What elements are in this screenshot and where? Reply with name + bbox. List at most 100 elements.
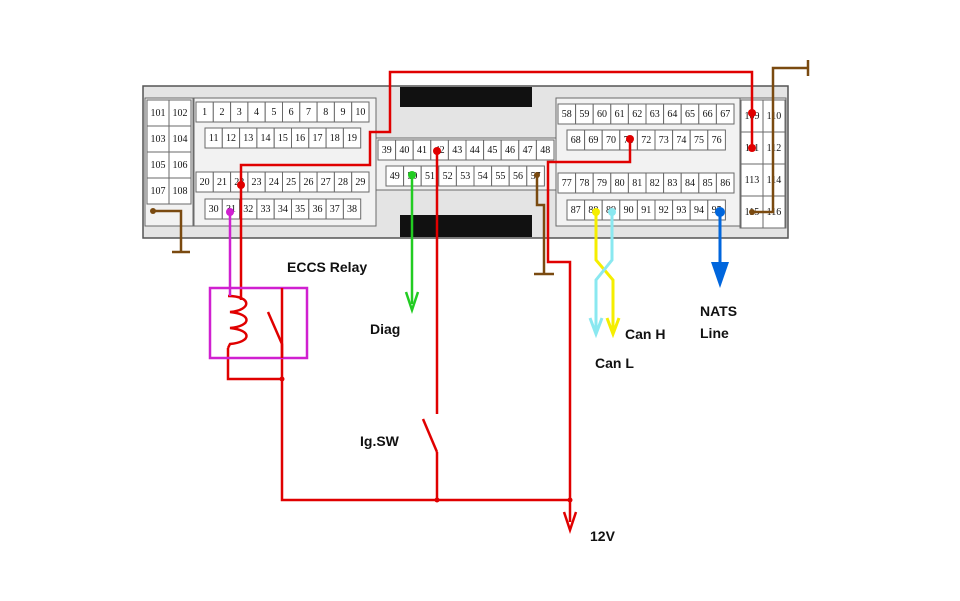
pin-62: 62 [627,103,647,125]
svg-text:44: 44 [470,145,480,156]
pin-94: 94 [689,199,709,221]
svg-text:9: 9 [341,107,346,118]
svg-text:10: 10 [355,107,365,118]
pin-79: 79 [592,172,612,194]
svg-text:113: 113 [745,175,760,186]
pin-60: 60 [592,103,612,125]
pin-66: 66 [698,103,717,125]
pin-6: 6 [282,101,301,123]
wires [150,60,810,534]
svg-text:54: 54 [478,171,488,182]
wire-relay-contact [280,306,570,502]
svg-text:8: 8 [323,107,328,118]
svg-text:4: 4 [254,107,259,118]
svg-text:18: 18 [330,133,340,144]
pin-30: 30 [204,198,223,220]
pin-29: 29 [351,171,370,193]
pin-20: 20 [195,171,214,193]
svg-text:101: 101 [151,108,166,119]
pin-81: 81 [627,172,647,194]
svg-text:67: 67 [720,109,730,120]
svg-text:80: 80 [615,178,625,189]
pin-24: 24 [264,171,284,193]
nats-arrow [711,262,729,288]
relay-switch-blade [266,311,284,358]
svg-text:84: 84 [685,178,695,189]
svg-text:106: 106 [173,160,188,171]
dot-pin-42 [433,147,441,155]
svg-text:79: 79 [597,178,607,189]
diag-arrow [404,291,420,314]
pin-26: 26 [299,171,318,193]
svg-text:69: 69 [588,135,598,146]
svg-text:29: 29 [355,177,365,188]
v12-arrow [562,511,578,534]
svg-text:62: 62 [632,109,642,120]
relay-coil [226,294,248,349]
eccs-relay-box [208,286,309,360]
pin-92: 92 [654,199,674,221]
junction-relay [279,376,285,382]
pin-35: 35 [291,198,310,220]
svg-text:94: 94 [694,205,704,216]
svg-text:51: 51 [425,171,435,182]
svg-text:27: 27 [321,177,331,188]
junction-ignition [434,497,440,503]
pin-45: 45 [483,139,502,161]
pin-103: 103 [146,125,170,153]
pin-84: 84 [680,172,700,194]
svg-text:65: 65 [685,109,695,120]
pin-28: 28 [333,171,353,193]
wire-pin71-to-12v [546,139,632,522]
pin-54: 54 [473,165,493,187]
pin-76: 76 [707,129,726,151]
pin-77: 77 [557,172,577,194]
ig-sw-label: Ig.SW [360,433,400,449]
pin-21: 21 [212,171,232,193]
pin-25: 25 [282,171,301,193]
pin-82: 82 [645,172,665,194]
svg-text:56: 56 [513,171,523,182]
pin-102: 102 [168,99,192,127]
pin-72: 72 [636,129,656,151]
svg-text:87: 87 [571,205,581,216]
ground-wire-mid [535,175,546,274]
pin-23: 23 [247,171,266,193]
pin-4: 4 [247,101,266,123]
pin-105: 105 [146,151,170,179]
svg-text:64: 64 [667,109,677,120]
pin-41: 41 [412,139,432,161]
svg-text:74: 74 [676,135,686,146]
pin-56: 56 [508,165,528,187]
eccs-relay-label: ECCS Relay [287,259,367,275]
svg-text:49: 49 [390,171,400,182]
svg-text:60: 60 [597,109,607,120]
pin-78: 78 [575,172,594,194]
pin-63: 63 [645,103,665,125]
pin-58: 58 [557,103,577,125]
pin-91: 91 [636,199,656,221]
diag-label: Diag [370,321,400,337]
svg-text:40: 40 [399,145,409,156]
svg-text:30: 30 [209,204,219,215]
svg-text:70: 70 [606,135,616,146]
dot-pin-107 [150,208,156,214]
pin-101: 101 [146,99,170,127]
svg-text:72: 72 [641,135,651,146]
svg-text:46: 46 [505,145,515,156]
pin-27: 27 [316,171,335,193]
pin-90: 90 [619,199,638,221]
svg-text:47: 47 [523,145,533,156]
pin-1: 1 [195,101,214,123]
can-h-arrow [605,317,621,339]
pin-33: 33 [256,198,275,220]
pin-107: 107 [146,177,170,205]
pin-34: 34 [273,198,293,220]
svg-text:81: 81 [632,178,642,189]
svg-text:93: 93 [676,205,686,216]
pin-2: 2 [212,101,232,123]
pin-61: 61 [610,103,629,125]
pin-104: 104 [168,125,192,153]
dot-pin-71 [626,135,634,143]
